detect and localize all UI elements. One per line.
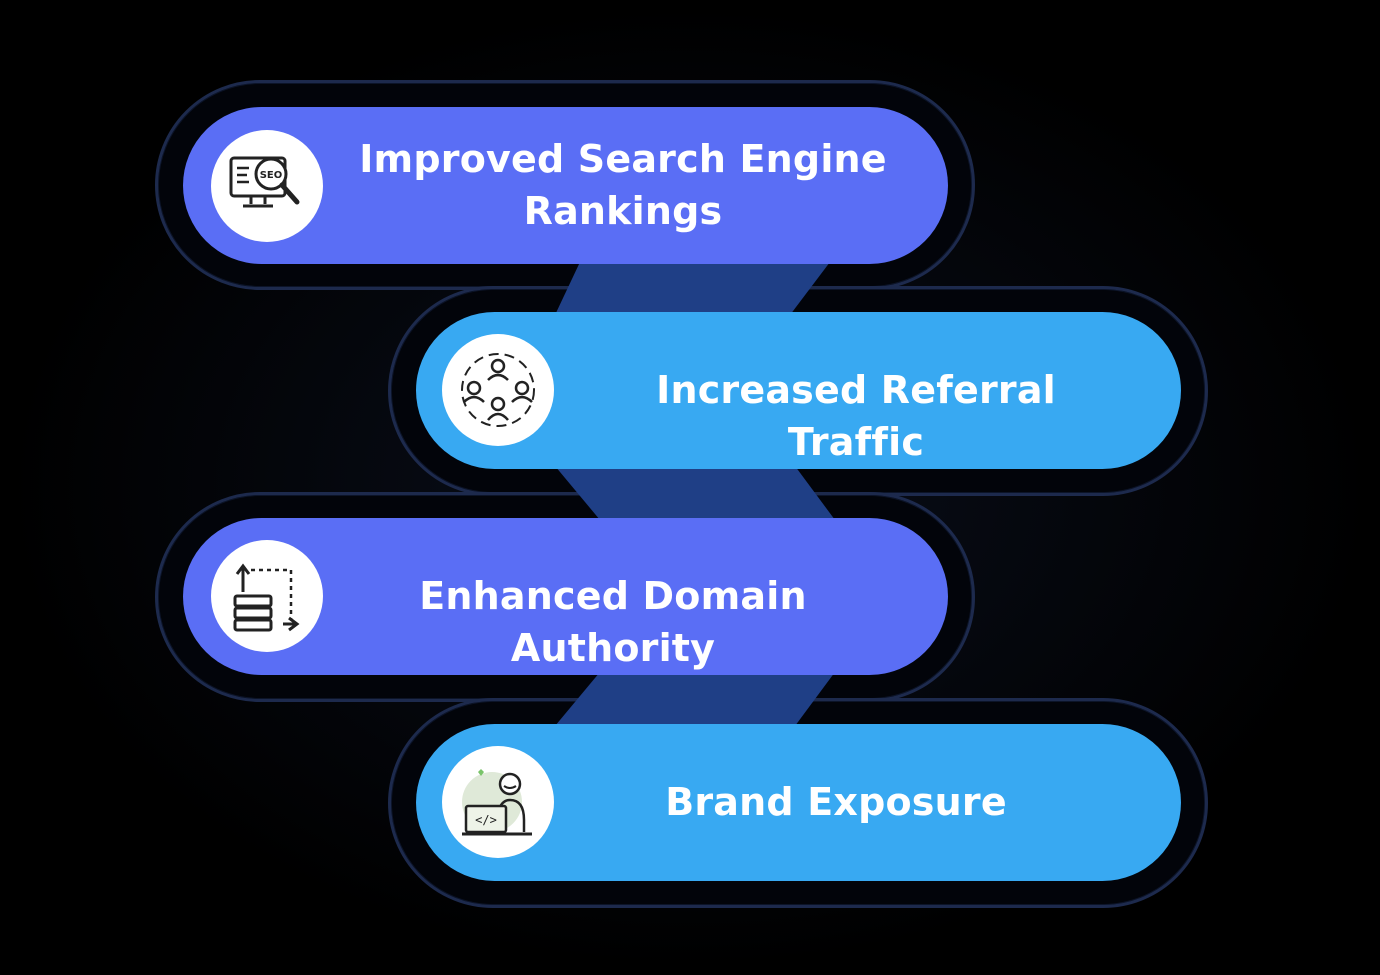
connector-overlay-2	[555, 466, 835, 520]
code-text: </>	[475, 813, 497, 827]
seo-text: SEO	[260, 170, 283, 181]
item-4-icon-circle: </>	[442, 746, 554, 858]
people-network-icon	[461, 353, 535, 427]
item-3-pill: Enhanced Domain Authority	[183, 518, 948, 675]
item-2-label: Increased Referral Traffic	[656, 368, 1056, 464]
item-4-label: Brand Exposure	[665, 780, 1007, 824]
item-2-icon-circle	[442, 334, 554, 446]
connector-overlay-3	[555, 672, 835, 726]
connector-overlay-1	[555, 262, 830, 315]
item-3-icon-circle	[211, 540, 323, 652]
item-4-pill: </> Brand Exposure	[416, 724, 1181, 881]
developer-laptop-icon: </>	[462, 769, 532, 836]
item-2-pill: Increased Referral Traffic	[416, 312, 1181, 469]
item-1-label: Improved Search Engine Rankings	[359, 137, 887, 233]
item-3-label: Enhanced Domain Authority	[419, 574, 807, 670]
seo-monitor-icon: SEO	[229, 156, 300, 208]
item-1-icon-circle: SEO	[211, 130, 323, 242]
server-stack-icon	[233, 563, 300, 632]
item-1-pill: SEO Improved Search Engine Rankings	[183, 107, 948, 264]
